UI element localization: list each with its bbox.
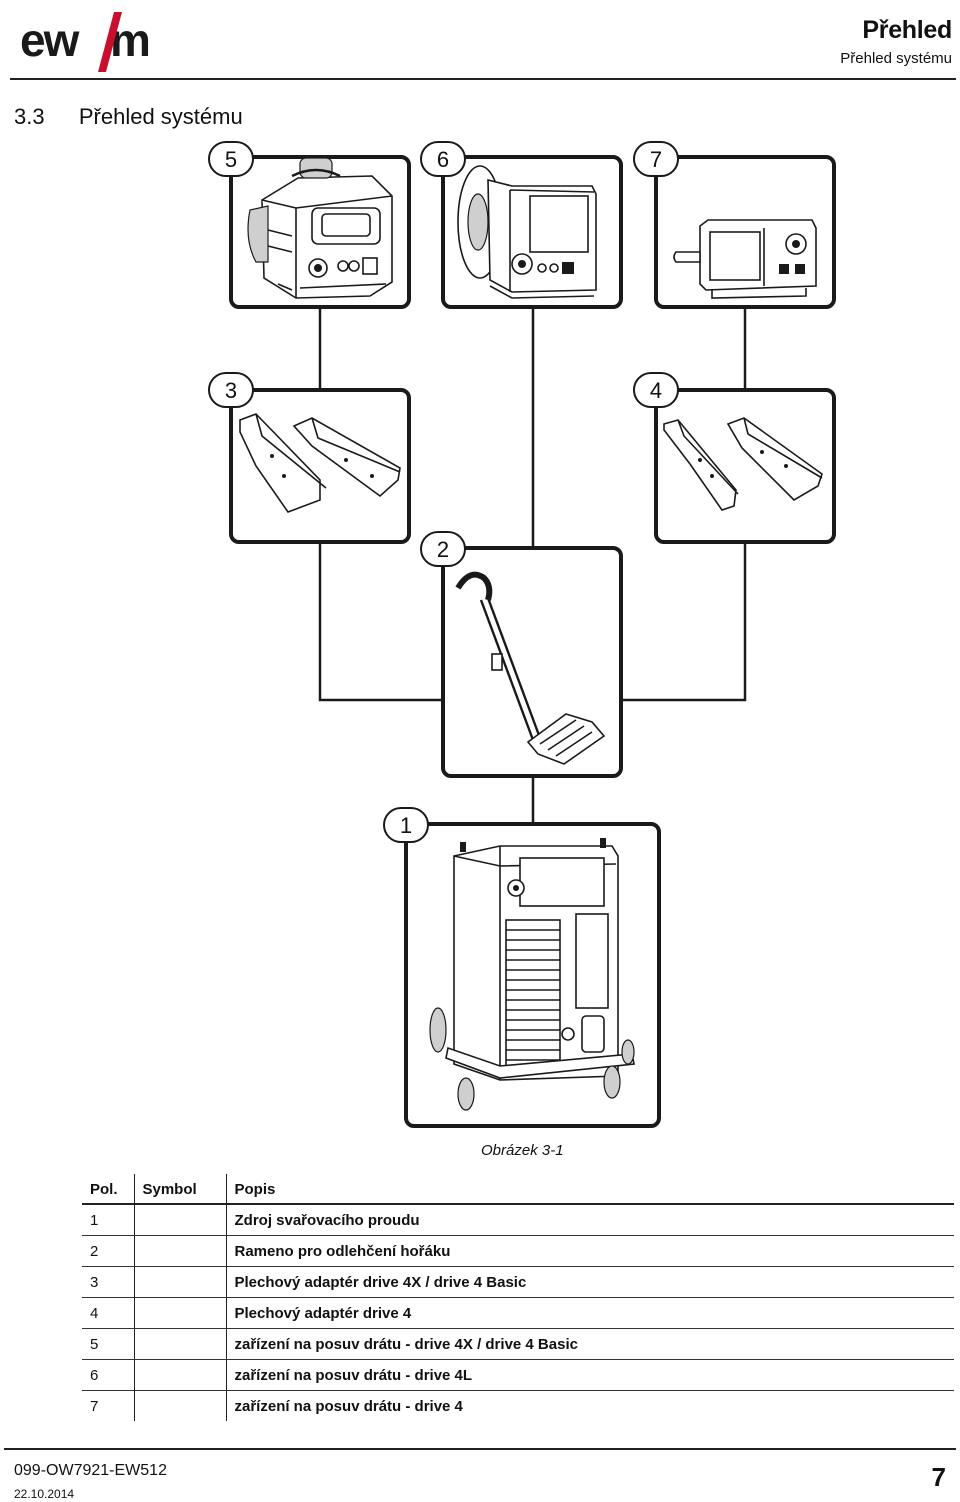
system-overview-figure: .panel { fill: #fff; stroke: #1a1a1a; st… bbox=[208, 141, 836, 1128]
row-desc: Plechový adaptér drive 4X / drive 4 Basi… bbox=[225, 1266, 954, 1298]
sheet-adapter-drive-4x-drawing bbox=[239, 413, 401, 513]
welding-power-source-drawing bbox=[429, 838, 635, 1111]
svg-text:2: 2 bbox=[437, 537, 449, 562]
table-row: 7 zařízení na posuv drátu - drive 4 bbox=[82, 1390, 954, 1421]
pin-2: 2 bbox=[420, 531, 466, 567]
row-desc: zařízení na posuv drátu - drive 4L bbox=[225, 1359, 954, 1391]
pin-4: 4 bbox=[633, 372, 679, 408]
section-number: 3.3 bbox=[14, 104, 45, 129]
legend-header-row: Pol. Symbol Popis bbox=[82, 1174, 954, 1205]
pin-6: 6 bbox=[420, 141, 466, 177]
page-number: 7 bbox=[931, 1462, 946, 1492]
svg-text:7: 7 bbox=[650, 147, 662, 172]
row-symbol bbox=[133, 1359, 226, 1391]
wire-feeder-drive-4x-drawing bbox=[247, 157, 393, 299]
panel-item-3 bbox=[229, 388, 411, 544]
section-title: Přehled systému bbox=[78, 104, 243, 129]
row-desc: zařízení na posuv drátu - drive 4 bbox=[225, 1390, 954, 1421]
row-pos: 4 bbox=[82, 1297, 134, 1329]
table-row: 1 Zdroj svařovacího proudu bbox=[82, 1204, 954, 1236]
table-row: 6 zařízení na posuv drátu - drive 4L bbox=[82, 1359, 954, 1391]
ventilation-grille bbox=[505, 919, 561, 1069]
row-pos: 3 bbox=[82, 1266, 134, 1298]
row-pos: 5 bbox=[82, 1328, 134, 1360]
header-rule bbox=[10, 78, 956, 80]
table-row: 4 Plechový adaptér drive 4 bbox=[82, 1297, 954, 1329]
svg-text:5: 5 bbox=[225, 147, 237, 172]
row-desc: Rameno pro odlehčení hořáku bbox=[225, 1235, 954, 1267]
row-pos: 6 bbox=[82, 1359, 134, 1391]
row-symbol bbox=[133, 1266, 226, 1298]
wire-feeder-drive-4l-drawing bbox=[457, 165, 597, 299]
row-desc: zařízení na posuv drátu - drive 4X / dri… bbox=[225, 1328, 954, 1360]
document-number: 099-OW7921-EW512 bbox=[14, 1462, 167, 1479]
svg-text:3: 3 bbox=[225, 378, 237, 403]
document-date: 22.10.2014 bbox=[14, 1487, 75, 1501]
svg-text:1: 1 bbox=[400, 813, 412, 838]
row-symbol bbox=[133, 1328, 226, 1360]
panel-item-4 bbox=[654, 388, 836, 544]
row-pos: 2 bbox=[82, 1235, 134, 1267]
pin-1: 1 bbox=[383, 807, 429, 843]
figure-caption: Obrázek 3-1 bbox=[481, 1142, 564, 1159]
col-header-pos: Pol. bbox=[82, 1174, 134, 1205]
row-symbol bbox=[133, 1297, 226, 1329]
header-subtitle: Přehled systému bbox=[840, 50, 952, 67]
ewm-logo: ew m bbox=[20, 12, 151, 72]
logo-slash bbox=[98, 12, 122, 72]
row-desc: Plechový adaptér drive 4 bbox=[225, 1297, 954, 1329]
table-row: 2 Rameno pro odlehčení hořáku bbox=[82, 1235, 954, 1267]
col-header-symbol: Symbol bbox=[133, 1174, 226, 1205]
legend-table: Pol. Symbol Popis 1 Zdroj svařovacího pr… bbox=[82, 1174, 954, 1421]
table-row: 5 zařízení na posuv drátu - drive 4X / d… bbox=[82, 1328, 954, 1360]
col-header-desc: Popis bbox=[225, 1174, 954, 1205]
row-pos: 7 bbox=[90, 1398, 99, 1415]
footer-rule bbox=[4, 1448, 956, 1450]
torch-support-arm-drawing bbox=[455, 571, 606, 765]
header-title: Přehled bbox=[862, 16, 952, 44]
table-row: 3 Plechový adaptér drive 4X / drive 4 Ba… bbox=[82, 1266, 954, 1298]
pin-7: 7 bbox=[633, 141, 679, 177]
row-symbol bbox=[133, 1390, 226, 1421]
svg-text:6: 6 bbox=[437, 147, 449, 172]
pin-3: 3 bbox=[208, 372, 254, 408]
row-symbol bbox=[133, 1204, 226, 1236]
wire-feeder-drive-4-drawing bbox=[673, 219, 817, 299]
svg-text:4: 4 bbox=[650, 378, 662, 403]
section-heading: 3.3 Přehled systému bbox=[14, 104, 243, 130]
logo-wordmark: ew bbox=[20, 14, 80, 66]
sheet-adapter-drive-4-drawing bbox=[663, 417, 823, 511]
row-desc: Zdroj svařovacího proudu bbox=[225, 1204, 954, 1236]
row-pos: 1 bbox=[82, 1204, 134, 1236]
pin-5: 5 bbox=[208, 141, 254, 177]
row-symbol bbox=[133, 1235, 226, 1267]
